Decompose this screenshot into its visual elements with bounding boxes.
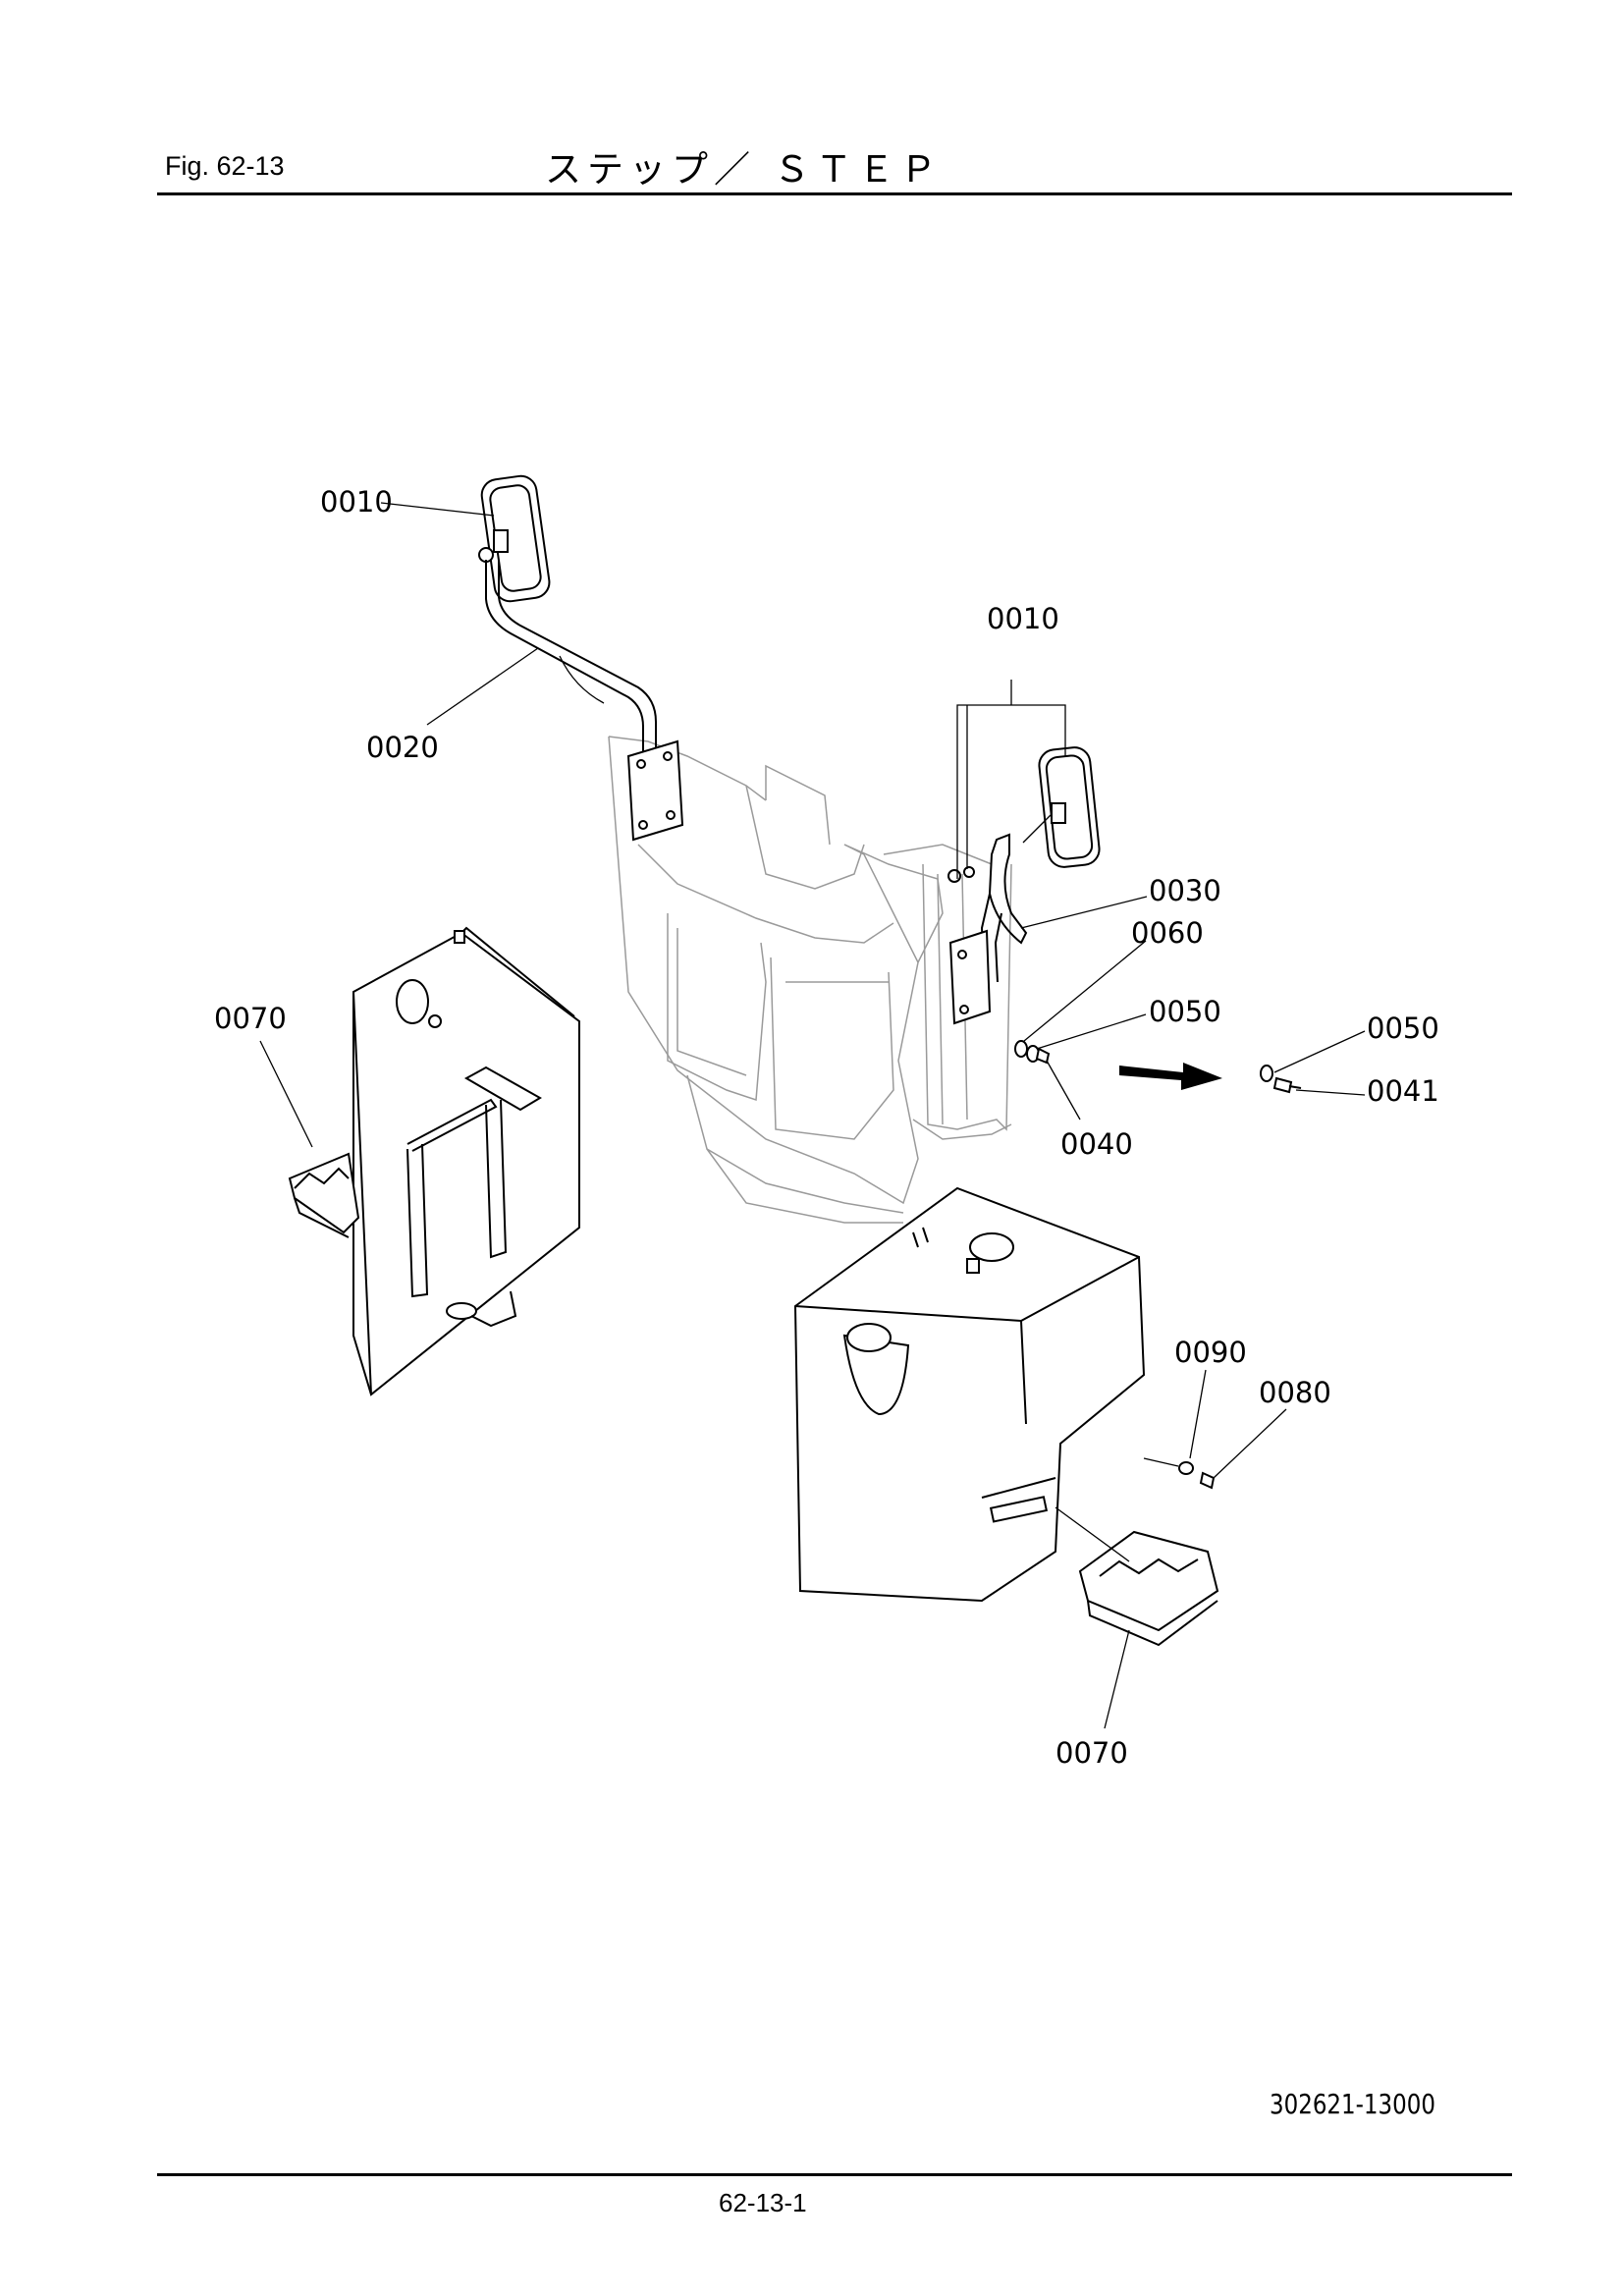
callout-0030: 0030 [1149, 874, 1221, 907]
callout-0050: 0050 [1149, 995, 1221, 1028]
left-tank [352, 926, 580, 1396]
page-header: Fig. 62-13 ステップ／ ＳＴＥＰ [157, 137, 1512, 196]
direction-arrow [1119, 1063, 1222, 1090]
callout-0010-right: 0010 [987, 602, 1059, 635]
callout-0020: 0020 [366, 731, 439, 764]
hardware-detail [1260, 1065, 1302, 1094]
figure-title: ステップ／ ＳＴＥＰ [545, 148, 943, 191]
drawing-number: 302621-13000 [1270, 2088, 1435, 2120]
callout-0080: 0080 [1259, 1376, 1331, 1409]
right-mirror [1022, 746, 1101, 868]
callout-0050-detail: 0050 [1367, 1011, 1439, 1045]
left-mirror [478, 474, 551, 603]
figure-number: Fig. 62-13 [165, 151, 285, 181]
left-step [288, 1152, 360, 1238]
callout-0041: 0041 [1367, 1074, 1439, 1108]
callout-0070-left: 0070 [214, 1002, 287, 1035]
left-mirror-arm [485, 560, 684, 842]
callout-0070-right: 0070 [1055, 1736, 1128, 1770]
hardware-step [1143, 1457, 1216, 1490]
callout-0010-left: 0010 [320, 485, 393, 519]
right-step [1055, 1506, 1219, 1647]
callout-0040: 0040 [1060, 1127, 1133, 1161]
footer-rule [157, 2173, 1512, 2176]
callout-0090: 0090 [1174, 1336, 1247, 1369]
callout-0060: 0060 [1131, 916, 1204, 950]
header-rule [157, 192, 1512, 195]
right-tank [793, 1186, 1146, 1603]
hardware-right [1014, 1040, 1051, 1065]
page-number: 62-13-1 [719, 2188, 807, 2217]
right-mirror-bracket [947, 833, 1028, 1025]
leader-lines [259, 502, 1366, 1729]
